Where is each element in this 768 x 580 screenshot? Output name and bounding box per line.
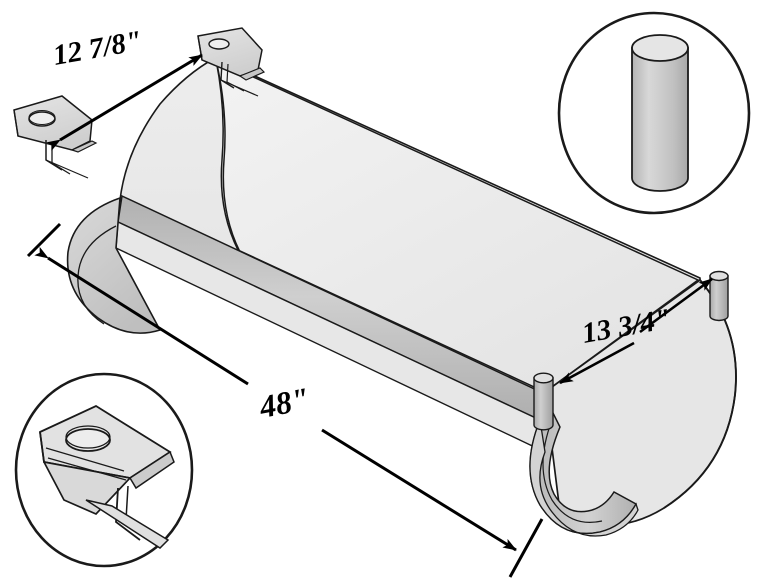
right-rim-wrap-inner-line [542, 419, 603, 523]
dimension-length-tick-end [508, 518, 544, 578]
detail-pin-top-face [631, 34, 689, 62]
dimension-depth-leader-top [639, 277, 713, 334]
dimension-length-line-lower [321, 428, 517, 552]
detail-pin-drawing [631, 34, 689, 192]
dimension-length-line-upper [34, 246, 249, 386]
upper-right-mounting-pin [709, 270, 729, 322]
dimension-length-label: 48" [255, 380, 312, 425]
left-mounting-bracket [13, 95, 98, 179]
bracket-bolt-hole [28, 111, 56, 127]
top-bracket-bolt-hole [208, 38, 230, 50]
right-rim-wrap-front-face [529, 417, 639, 537]
lower-right-mounting-pin [533, 372, 554, 431]
dimension-width-label: 12 7/8" [51, 25, 145, 72]
trough-inner-surface [214, 58, 700, 393]
trough-inner-left-edge [215, 59, 241, 253]
detail-callout-bracket [14, 372, 194, 568]
trough-assembly [13, 27, 737, 537]
detail-callout-pin [557, 11, 751, 215]
left-end-cap [66, 196, 162, 334]
dimension-length-tick-start [26, 222, 62, 258]
detail-bracket-bolt-hole [65, 428, 111, 452]
dimension-depth-leader-bottom [559, 341, 635, 385]
dimension-width-line [46, 53, 203, 151]
detail-bracket-drawing [39, 404, 175, 549]
